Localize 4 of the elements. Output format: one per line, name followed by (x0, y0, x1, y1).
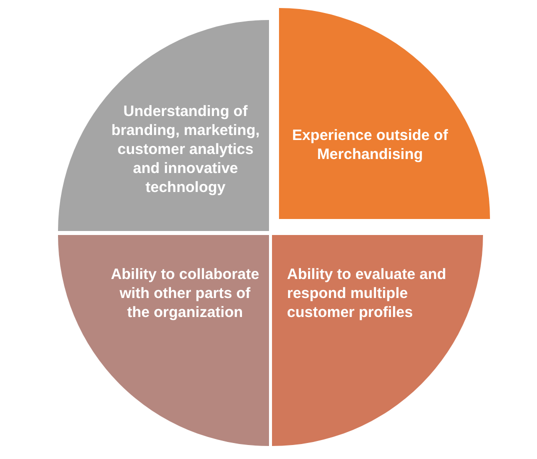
segment-text: Ability to evaluate and respond multiple customer profiles (287, 265, 448, 322)
segment-text: Ability to collaborate with other parts of the organization (110, 265, 260, 322)
segment-text: Understanding of branding, marketing, customer analytics and innovative technology (110, 102, 261, 197)
segment-text: Experience outside of Merchandising (291, 126, 449, 164)
